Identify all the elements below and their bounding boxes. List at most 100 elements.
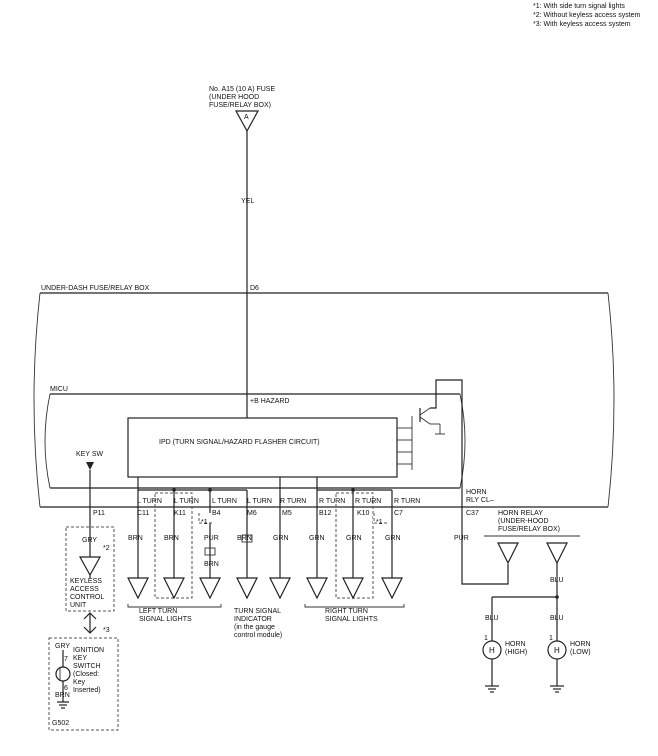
svg-text:L TURN: L TURN xyxy=(247,498,272,505)
key-sw-label: KEY SW xyxy=(76,451,103,458)
output-right-k10: R TURN K10 *1 GRN xyxy=(335,490,387,600)
alternate-arrow-down xyxy=(83,626,97,634)
horn-relay-switch-connector xyxy=(546,542,568,565)
indicator-label-3: (in the gauge xyxy=(234,624,275,631)
svg-text:HORN: HORN xyxy=(570,641,591,648)
transistor-collector xyxy=(419,407,431,416)
horn-relay-label-2: (UNDER-HOOD xyxy=(498,518,549,525)
svg-text:BRN: BRN xyxy=(204,561,219,568)
output-left-m6: L TURN M6 BRN xyxy=(236,490,272,600)
under-dash-label: UNDER-DASH FUSE/RELAY BOX xyxy=(41,285,150,292)
keyless-wire: GRY xyxy=(82,537,97,544)
horn-rly-label-1: HORN xyxy=(466,489,487,496)
blu-label-high: BLU xyxy=(485,615,499,622)
svg-text:M5: M5 xyxy=(282,510,292,517)
right-lights-label-1: RIGHT TURN xyxy=(325,608,368,615)
ignition-label-3: SWITCH xyxy=(73,663,101,670)
transistor-emitter xyxy=(419,416,431,425)
hazard-label: +B HAZARD xyxy=(250,398,289,405)
ignition-ground-label: G502 xyxy=(52,720,69,727)
svg-text:R TURN: R TURN xyxy=(319,498,345,505)
svg-text:L TURN: L TURN xyxy=(174,498,199,505)
output-right-b12: R TURN B12 GRN xyxy=(306,490,345,600)
svg-text:GRN: GRN xyxy=(309,535,325,542)
star2-label: *2 xyxy=(103,545,110,552)
svg-text:BRN: BRN xyxy=(128,535,143,542)
indicator-label-4: control module) xyxy=(234,632,282,639)
indicator-label-1: TURN SIGNAL xyxy=(234,608,281,615)
svg-text:1: 1 xyxy=(484,635,488,642)
ignition-pin-bottom: 6 xyxy=(64,685,68,692)
keyless-label-1: KEYLESS xyxy=(70,578,102,585)
fuse-connector-symbol xyxy=(234,110,260,133)
p11-pin: P11 xyxy=(93,510,105,517)
svg-text:C11: C11 xyxy=(137,510,149,517)
output-left-b4: L TURN B4 *1 PUR BRN xyxy=(198,490,237,600)
keyless-unit-box xyxy=(65,526,115,612)
ignition-label-2: KEY xyxy=(73,655,87,662)
ignition-label-5: Key xyxy=(73,679,86,686)
key-sw-arrow xyxy=(86,462,94,470)
horn-relay-control-wire xyxy=(430,379,509,585)
svg-text:1: 1 xyxy=(549,635,553,642)
output-right-c7: R TURN C7 GRN xyxy=(381,490,420,600)
micu-label: MICU xyxy=(50,386,68,393)
svg-text:R TURN: R TURN xyxy=(280,498,306,505)
svg-text:M6: M6 xyxy=(247,510,257,517)
svg-text:H: H xyxy=(489,646,495,655)
horn-rly-label-2: RLY CL– xyxy=(466,497,494,504)
ignition-wire-top: GRY xyxy=(55,643,70,650)
svg-text:K10: K10 xyxy=(357,510,370,517)
alternate-arrow-up xyxy=(83,612,97,620)
svg-text:B12: B12 xyxy=(319,510,332,517)
horn-relay-label-3: FUSE/RELAY BOX) xyxy=(498,526,560,533)
under-dash-right-break xyxy=(607,292,615,508)
fuse-label-1: No. A15 (10 A) FUSE xyxy=(209,86,275,93)
output-right-m5: R TURN M5 GRN xyxy=(269,477,306,600)
ignition-label-6: Inserted) xyxy=(73,687,101,694)
keyless-label-2: ACCESS xyxy=(70,586,99,593)
svg-text:BRN: BRN xyxy=(164,535,179,542)
svg-text:H: H xyxy=(554,646,560,655)
fuse-label-3: FUSE/RELAY BOX) xyxy=(209,102,271,109)
note-1: *1: With side turn signal lights xyxy=(533,3,625,10)
svg-text:C7: C7 xyxy=(394,510,403,517)
svg-text:K11: K11 xyxy=(174,510,186,517)
under-dash-left-break xyxy=(33,292,41,508)
svg-text:(HIGH): (HIGH) xyxy=(505,649,527,656)
right-lights-bracket xyxy=(304,604,405,608)
svg-text:B4: B4 xyxy=(212,510,221,517)
keyless-label-4: UNIT xyxy=(70,602,87,609)
svg-text:GRN: GRN xyxy=(273,535,289,542)
keyless-connector xyxy=(78,556,102,577)
ignition-pin-top: 7 xyxy=(64,656,68,663)
keyless-label-3: CONTROL xyxy=(70,594,104,601)
svg-text:PUR: PUR xyxy=(204,535,219,542)
ignition-switch-box xyxy=(48,637,119,731)
under-dash-pin: D6 xyxy=(250,285,259,292)
svg-text:(LOW): (LOW) xyxy=(570,649,591,656)
horn-high: 1 H HORN (HIGH) xyxy=(482,635,527,693)
indicator-label-2: INDICATOR xyxy=(234,616,272,623)
junction-dot xyxy=(555,595,559,599)
fuse-label-2: (UNDER HOOD xyxy=(209,94,259,101)
horn-low: 1 H HORN (LOW) xyxy=(547,635,591,693)
horn-relay-label-1: HORN RELAY xyxy=(498,510,543,517)
svg-text:GRN: GRN xyxy=(385,535,401,542)
blu-label-low: BLU xyxy=(550,615,564,622)
svg-text:HORN: HORN xyxy=(505,641,526,648)
note-3: *3: With keyless access system xyxy=(533,21,631,28)
ignition-label-1: IGNITION xyxy=(73,647,104,654)
svg-text:L TURN: L TURN xyxy=(137,498,162,505)
svg-text:BRN: BRN xyxy=(237,535,252,542)
horn-rly-wire: PUR xyxy=(454,535,469,542)
ignition-wire-bottom: BRN xyxy=(55,692,70,699)
ipd-label: IPD (TURN SIGNAL/HAZARD FLASHER CIRCUIT) xyxy=(159,439,320,446)
star1-label: *1 xyxy=(201,519,208,526)
blu-label-main: BLU xyxy=(550,577,564,584)
left-lights-bracket xyxy=(127,604,222,608)
micu-left-break xyxy=(44,393,51,489)
svg-text:GRN: GRN xyxy=(346,535,362,542)
ignition-label-4: (Closed: xyxy=(73,671,99,678)
